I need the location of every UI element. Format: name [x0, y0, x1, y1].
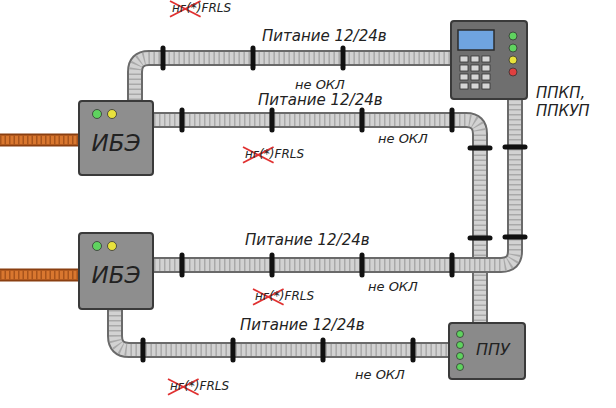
key: [460, 83, 468, 89]
cable-note: не ОКЛ: [368, 280, 418, 295]
conduit-outline: [154, 120, 480, 322]
lcd-screen: [458, 30, 494, 50]
conduit-outline: [154, 100, 515, 265]
clamp: [470, 146, 490, 151]
conduit-ribs: [154, 100, 515, 265]
clamp: [180, 255, 185, 275]
conduit: [115, 310, 448, 360]
key: [460, 56, 468, 62]
edge-label: Питание 12/24в: [258, 92, 383, 109]
clamp: [505, 145, 525, 150]
clamp: [251, 48, 256, 68]
clamp: [341, 48, 346, 68]
clamp: [270, 255, 275, 275]
key: [471, 74, 479, 80]
edge-label: Питание 12/24в: [240, 317, 365, 334]
cable-type-note: нг(*)FRLS: [172, 2, 231, 16]
clamp: [411, 340, 416, 360]
clamp: [505, 235, 525, 240]
clamp: [450, 110, 455, 130]
key: [460, 74, 468, 80]
clamp: [180, 110, 185, 130]
power-supply-box: ИБЭ: [78, 232, 154, 310]
device-name: ППУ: [476, 340, 510, 359]
conduit: [154, 100, 525, 275]
key: [482, 65, 490, 71]
conduit-body: [154, 100, 515, 265]
clamp: [450, 255, 455, 275]
led: [457, 353, 464, 360]
clamp: [321, 340, 326, 360]
conduit-body: [115, 310, 448, 350]
led: [93, 242, 102, 251]
conduit-ribs: [154, 120, 480, 322]
cable-note: не ОКЛ: [355, 368, 405, 383]
mains-cable: [0, 140, 80, 275]
cable-type-note: нг(*)FRLS: [170, 380, 229, 394]
cable-note: не ОКЛ: [378, 132, 428, 147]
led: [509, 56, 517, 64]
clamp: [360, 110, 365, 130]
edge-label: Питание 12/24в: [262, 28, 387, 45]
led: [509, 44, 517, 52]
key: [471, 65, 479, 71]
control-panel: ППКП, ППКУП: [450, 20, 528, 100]
clamp: [141, 340, 146, 360]
cable-type-note: нг(*)FRLS: [255, 290, 314, 304]
control-device-box: ППУ: [448, 322, 526, 380]
led: [457, 331, 464, 338]
device-name: ИБЭ: [80, 130, 152, 156]
led: [108, 110, 117, 119]
led: [509, 68, 517, 76]
clamp: [270, 110, 275, 130]
led: [509, 32, 517, 40]
clamp: [360, 255, 365, 275]
led: [108, 242, 117, 251]
key: [471, 56, 479, 62]
led: [457, 364, 464, 371]
key: [471, 83, 479, 89]
cable-type-note: нг(*)FRLS: [245, 148, 304, 162]
clamp: [231, 340, 236, 360]
clamp: [161, 48, 166, 68]
edge-label: Питание 12/24в: [245, 232, 370, 249]
key: [482, 56, 490, 62]
power-supply-box: ИБЭ: [78, 100, 154, 176]
clamp: [470, 236, 490, 241]
key: [482, 74, 490, 80]
device-heading: ППКП, ППКУП: [536, 84, 606, 120]
conduit-ribs: [115, 310, 448, 350]
device-name: ИБЭ: [80, 262, 152, 288]
conduit: [154, 110, 490, 322]
led: [457, 342, 464, 349]
key: [460, 65, 468, 71]
key: [482, 83, 490, 89]
conduit-outline: [115, 310, 448, 350]
device-face: [450, 20, 528, 100]
led: [93, 110, 102, 119]
cable-note: не ОКЛ: [295, 78, 345, 93]
conduit-body: [154, 120, 480, 322]
